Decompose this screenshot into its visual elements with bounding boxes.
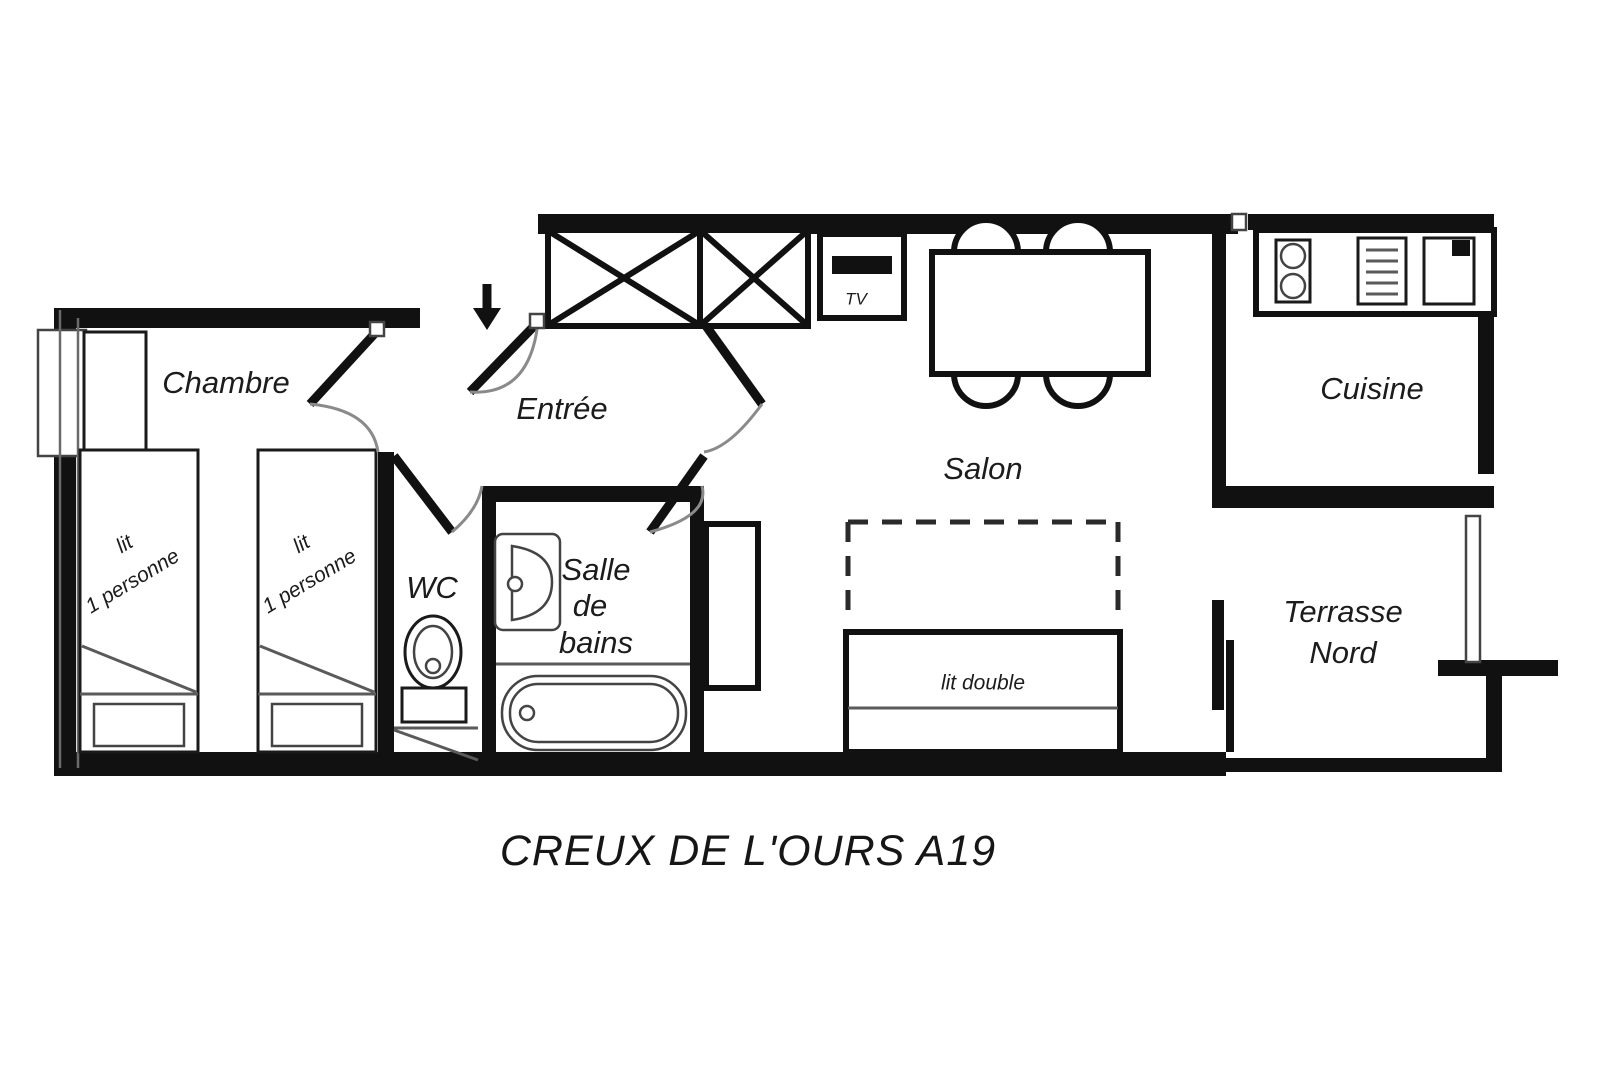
- closet-1-x-b: [548, 229, 700, 327]
- label-salle-de-bains-line3: bains: [559, 625, 633, 660]
- page-title: CREUX DE L'OURS A19: [500, 827, 996, 875]
- door-chambre-swing: [309, 402, 380, 453]
- burner-1: [1279, 242, 1307, 270]
- burner-2: [1279, 272, 1307, 300]
- kitchen-door-jamb: [1230, 212, 1248, 232]
- door-chambre-hinge: [368, 320, 386, 338]
- bedroom-wardrobe: [82, 330, 148, 452]
- refrigerator-handle: [1452, 240, 1470, 256]
- wall-bottom-exterior: [54, 752, 1226, 776]
- door-entry-main: [466, 312, 546, 396]
- door-bathroom-left: [390, 453, 484, 535]
- kitchen-fixtures: [1230, 212, 1497, 317]
- door-entry-hinge: [528, 312, 546, 330]
- salon-closet: [703, 521, 761, 691]
- living-furniture: [817, 217, 1151, 755]
- window-terrasse-frame: [1464, 514, 1482, 664]
- door-bathroom-right-swing: [649, 485, 705, 534]
- label-entree: Entrée: [516, 391, 607, 426]
- sofa-bed-extension-outline: [845, 519, 1121, 610]
- label-terrasse-line1: Terrasse: [1283, 594, 1402, 629]
- bathtub-inner: [508, 682, 680, 744]
- toilet-bowl-inner: [412, 624, 454, 680]
- wall-chambre-right: [378, 452, 394, 752]
- wall-terrasse-floor: [1226, 758, 1502, 772]
- washbasin-drain: [506, 575, 524, 593]
- door-salon-leaf: [702, 323, 766, 407]
- toilet-drain: [424, 657, 442, 675]
- bedroom-furniture: [78, 330, 378, 754]
- door-salon-swing: [703, 403, 764, 454]
- interior-walls: [378, 452, 704, 752]
- bed-double: [843, 629, 1123, 755]
- wall-terrasse-right: [1486, 660, 1502, 772]
- dining-table: [929, 249, 1151, 377]
- wall-salon-terrasse: [1212, 600, 1224, 710]
- label-terrasse-line2: Nord: [1309, 635, 1378, 670]
- wc-fixtures: [393, 614, 479, 762]
- dining-chair-1: [950, 217, 1022, 255]
- wall-bathroom-right: [690, 486, 704, 752]
- entry-arrow-icon: [473, 284, 501, 330]
- wall-living-kitchen: [1212, 230, 1226, 498]
- bed-right-pillow: [270, 702, 364, 748]
- dining-chair-2: [1042, 217, 1114, 255]
- bathroom-fixtures: [493, 532, 690, 752]
- door-bathroom-left-leaf: [390, 453, 456, 535]
- toilet-cistern: [400, 686, 468, 724]
- door-bathroom-left-swing: [451, 485, 484, 534]
- window-terrasse-right: [1464, 514, 1482, 664]
- bed-single-right: [256, 448, 378, 754]
- door-bathroom-right: [646, 453, 708, 535]
- window-left-bedroom: [36, 310, 88, 768]
- dining-chair-3: [950, 371, 1022, 409]
- bed-left-pillow: [92, 702, 186, 748]
- wall-kitchen-bottom: [1212, 486, 1494, 508]
- wall-kitchen-top: [1248, 214, 1494, 230]
- terrasse-partition-2: [1226, 640, 1234, 752]
- wall-bathroom-top: [482, 486, 702, 502]
- wall-chambre-top: [54, 308, 420, 328]
- closet-2-x-b: [700, 229, 808, 327]
- label-tv: TV: [845, 289, 868, 308]
- label-salle-de-bains-line1: Salle: [562, 552, 631, 587]
- tv-unit: [817, 231, 907, 321]
- tv-screen-icon: [832, 256, 892, 274]
- wc-door-swing-line: [393, 728, 479, 762]
- door-entry-leaf: [466, 318, 542, 396]
- washbasin-bowl: [510, 544, 554, 622]
- label-salle-de-bains-line2: de: [573, 588, 607, 623]
- door-salon: [702, 323, 766, 454]
- salon-closet-box: [703, 521, 761, 691]
- label-wc: WC: [406, 570, 458, 605]
- door-bathroom-right-leaf: [646, 453, 708, 535]
- wall-wc-stub: [378, 452, 390, 496]
- dining-chair-4: [1042, 371, 1114, 409]
- label-cuisine: Cuisine: [1320, 371, 1423, 406]
- room-labels: Chambre Entrée WC Salle de bains Salon C…: [162, 365, 1423, 670]
- bed-single-left: [78, 448, 200, 754]
- entry-closets: [545, 227, 811, 329]
- door-chambre-leaf: [306, 326, 382, 408]
- label-chambre: Chambre: [162, 365, 290, 400]
- wall-wc-bathroom: [482, 486, 496, 752]
- door-chambre: [306, 320, 386, 453]
- door-entry-swing: [469, 321, 540, 394]
- bathtub-drain: [518, 704, 536, 722]
- bed-left-fold: [81, 644, 197, 694]
- bed-right-fold: [259, 644, 375, 694]
- entry-arrow-head: [473, 308, 501, 330]
- label-salon: Salon: [943, 451, 1022, 486]
- label-lit-double: lit double: [941, 672, 1025, 695]
